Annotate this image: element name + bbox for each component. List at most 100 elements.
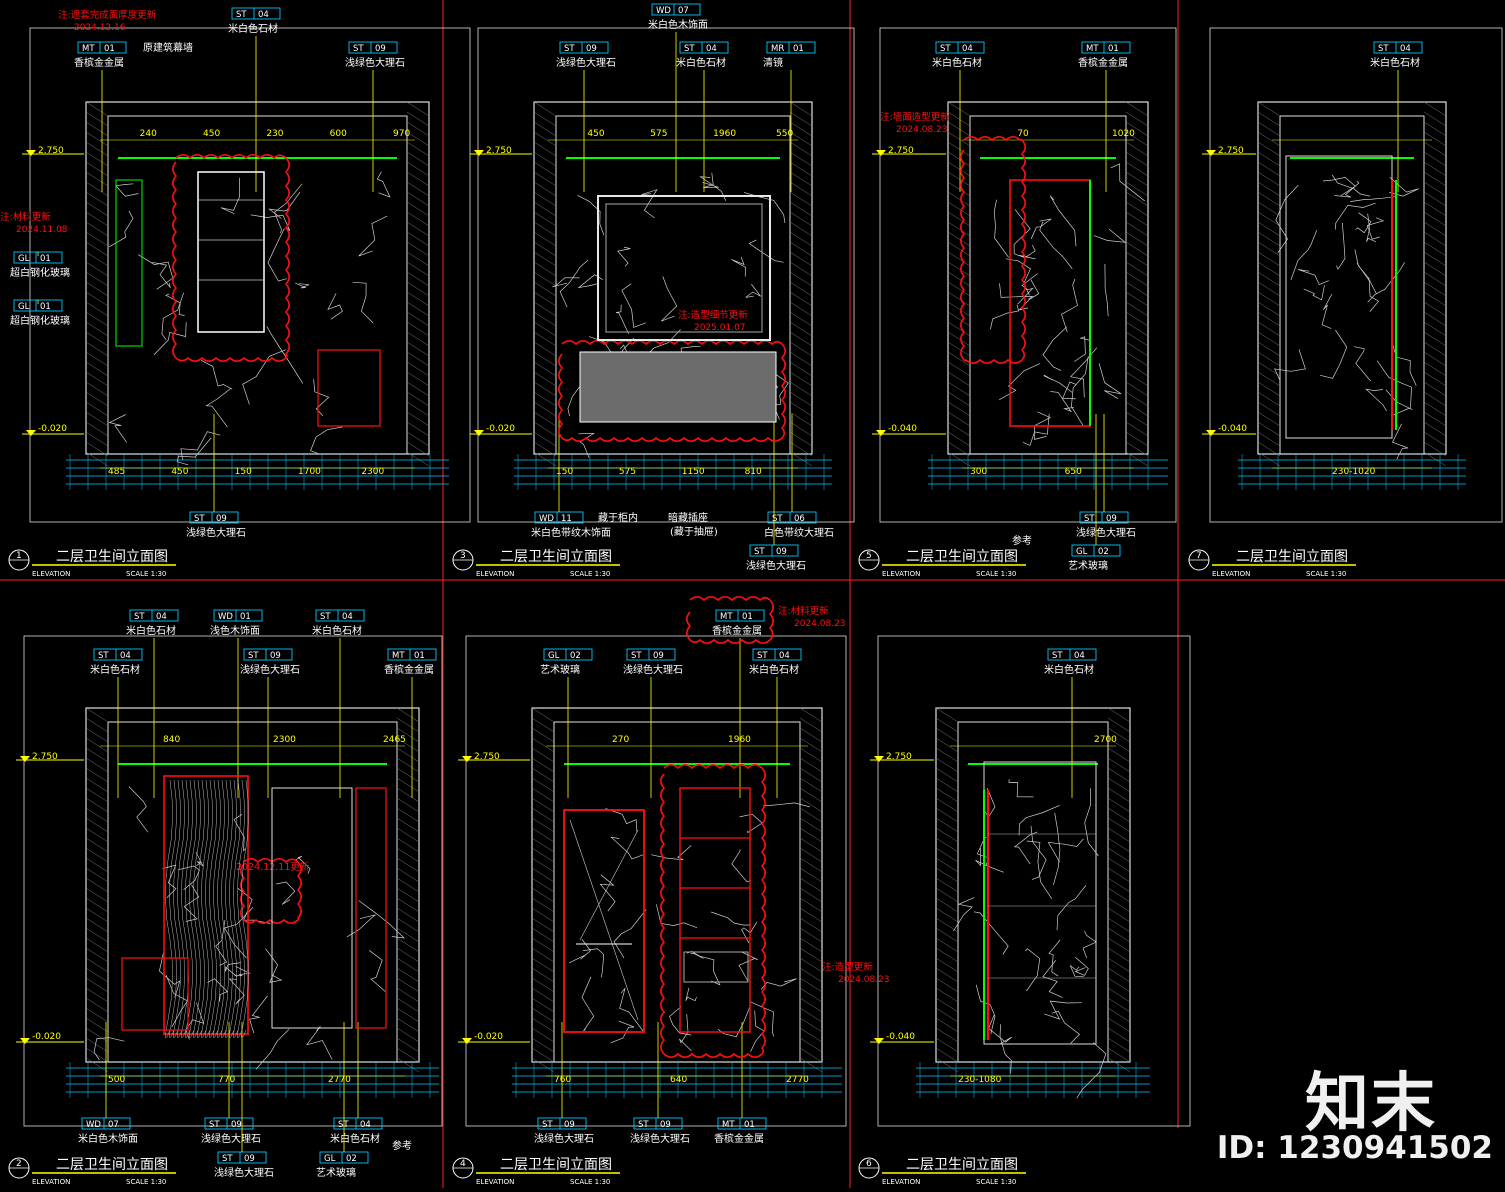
wall-hatch-right [406,431,430,447]
wall-hatch-right [789,411,813,427]
wall-hatch-left [1257,101,1281,117]
panel-number: 3 [460,551,466,561]
wood-grain [209,779,217,1039]
marble-vein [266,326,304,384]
wall-hatch-right [1423,201,1447,217]
marble-vein [183,884,200,922]
viewport-border [1209,27,1503,523]
wall-hatch-left [85,1057,109,1073]
callout-code: ST [134,612,145,622]
marble-vein [710,911,752,926]
marble-vein [310,426,343,454]
wall-hatch-right [1423,281,1447,297]
revision-cloud [686,596,774,644]
wall-hatch-left [947,341,971,357]
wall-hatch-left [533,361,557,377]
wall-hatch-right [406,451,430,467]
wall-hatch-left [947,261,971,277]
callout-tag-box [1373,41,1423,54]
marble-vein [1298,269,1329,286]
wall-hatch-right [396,837,420,853]
dimension-text: 230-1080 [958,1075,1002,1085]
marble-vein [999,283,1034,300]
marble-vein [1354,249,1377,295]
marble-vein [738,951,759,982]
wall-hatch-left [85,1017,109,1033]
callout-description: 艺术玻璃 [1068,559,1108,572]
marble-vein [250,214,291,231]
wall-hatch-left [533,151,557,167]
marble-vein [1376,360,1412,408]
wall-hatch-right [1125,391,1149,407]
marble-vein [1335,202,1376,230]
marble-vein [656,904,698,929]
wall-hatch-right [1125,341,1149,357]
wall-hatch-left [935,987,959,1003]
wall-hatch-right [1125,381,1149,397]
wall-hatch-right [396,947,420,963]
wall-hatch-right [396,1047,420,1063]
marble-vein [605,808,638,832]
dimension-text: 450 [171,467,188,477]
wall-hatch-left [1257,131,1281,147]
wall-hatch-right [789,291,813,307]
wall-hatch-right [396,877,420,893]
dimension-labels: 230-1020 [1272,139,1432,477]
wall-hatch-left [85,101,109,117]
callout-number: 09 [375,44,386,54]
level-triangle-top [462,756,472,762]
wall-hatch-right [1125,451,1149,467]
revision-note-text: 注:遮套完成面厚度更新 [58,9,157,21]
wood-grain [197,779,205,1039]
wood-grain [173,779,181,1039]
callout-tag-box [559,41,609,54]
vanity-cabinet [579,351,777,423]
callout-code: MT [392,651,405,661]
callout-description: 超白钢化玻璃 [10,314,70,327]
marble-vein [1056,885,1087,931]
marble-vein [990,304,1020,330]
wall-hatch-left [1257,121,1281,137]
callout-code: ST [353,44,364,54]
wall-hatch-left [533,291,557,307]
marble-vein [999,1024,1012,1074]
wall-hatch-right [1107,787,1131,803]
shelving-unit [679,787,751,1033]
callout-description: (藏于抽屉) [670,525,718,538]
callout-description: 米白色石材 [90,663,140,676]
wall-hatch-right [396,1007,420,1023]
callout-number: 04 [1400,44,1411,54]
wall-hatch-right [1125,321,1149,337]
wall-hatch-left [947,321,971,337]
wall-hatch-right [1125,351,1149,367]
callout-description: 白色带纹大理石 [764,526,834,539]
wall-hatch-left [531,997,555,1013]
wall-hatch-left [531,967,555,983]
wall-structure [947,101,1149,467]
callout-code: GL [324,1154,336,1164]
panel-number: 6 [866,1159,872,1169]
marble-vein [185,1002,205,1040]
callout-description: 浅绿色大理石 [214,1166,274,1179]
wall-hatch-right [406,261,430,277]
wall-hatch-right [406,221,430,237]
wall-hatch-left [85,251,109,267]
wall-hatch-right [1125,311,1149,327]
marble-vein [679,1013,692,1052]
marble-pattern [990,163,1146,446]
marble-vein [660,276,678,322]
wall-hatch-left [1257,381,1281,397]
wall-hatch-right [1107,897,1131,913]
wall-hatch-right [396,827,420,843]
wall-hatch-left [85,757,109,773]
marble-vein [1290,229,1318,281]
wall-hatch-right [406,301,430,317]
wall-hatch-right [396,937,420,953]
wall-hatch-left [935,807,959,823]
marble-vein [152,261,171,288]
wall-hatch-left [531,827,555,843]
wall-hatch-left [935,907,959,923]
